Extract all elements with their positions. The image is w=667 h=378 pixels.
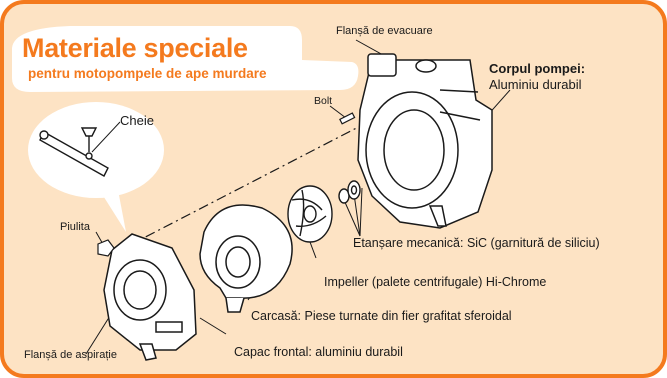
assembly-axis: [127, 119, 373, 247]
label-front-cover: Capac frontal: aluminiu durabil: [234, 345, 403, 359]
page-title: Materiale speciale: [22, 33, 248, 63]
label-suction-flange: Flanșă de aspirație: [24, 349, 117, 361]
nut-drawing: [97, 239, 115, 257]
page-subtitle: pentru motopompele de ape murdare: [28, 66, 267, 81]
front-cover-drawing: [103, 233, 197, 361]
key-drawing: [39, 127, 109, 177]
title-banner: [12, 26, 359, 92]
casing-drawing: [199, 204, 293, 313]
label-pump-body-desc: Aluminiu durabil: [489, 77, 582, 92]
label-casing: Carcasă: Piese turnate din fier grafitat…: [251, 309, 512, 323]
label-discharge-flange: Flanșă de evacuare: [336, 25, 433, 37]
label-key: Cheie: [120, 113, 154, 128]
label-mechanical-seal: Etanșare mecanică: SiC (garnitură de sil…: [353, 236, 600, 250]
bolt-drawing: [339, 112, 356, 125]
label-pump-body-title: Corpul pompei:: [489, 61, 586, 76]
mechanical-seal-drawing: [338, 180, 361, 204]
pump-body-drawing: [357, 53, 493, 229]
label-bolt: Bolt: [314, 95, 333, 107]
label-nut: Piulita: [60, 221, 90, 233]
impeller-drawing: [287, 185, 333, 243]
key-callout: [28, 102, 164, 232]
label-impeller: Impeller (palete centrifugale) Hi-Chrome: [324, 275, 547, 289]
